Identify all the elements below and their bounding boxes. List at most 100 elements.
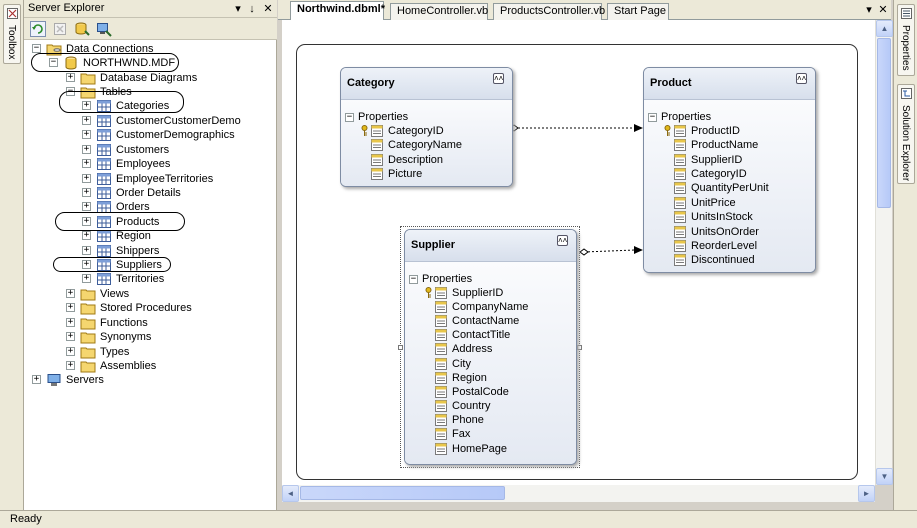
collapse-icon[interactable]: ˄˄: [493, 73, 504, 84]
tree-node-table[interactable]: + CustomerDemographics: [82, 128, 262, 142]
tree-node-table[interactable]: + Employees: [82, 157, 262, 171]
horizontal-scrollbar[interactable]: ◄ ►: [282, 485, 875, 502]
collapse-toggle[interactable]: −: [648, 111, 657, 122]
tab-home-controller[interactable]: HomeController.vb: [390, 3, 488, 20]
tree-node-data-connections[interactable]: − Data Connections: [32, 42, 272, 56]
tab-northwind-dbml[interactable]: Northwind.dbml*: [290, 1, 385, 21]
properties-header[interactable]: −Properties: [409, 272, 472, 286]
expand-toggle[interactable]: +: [82, 129, 91, 139]
expand-toggle[interactable]: +: [82, 173, 91, 183]
tree-node-table[interactable]: + Categories: [82, 99, 262, 113]
expand-toggle[interactable]: +: [66, 302, 75, 312]
expand-toggle[interactable]: +: [82, 115, 91, 125]
tree-node-synonyms[interactable]: + Synonyms: [66, 330, 266, 344]
expand-toggle[interactable]: +: [82, 187, 91, 197]
tree-node-table[interactable]: + Suppliers: [82, 258, 262, 272]
expand-toggle[interactable]: +: [82, 100, 91, 110]
expand-toggle[interactable]: +: [66, 331, 75, 341]
expand-toggle[interactable]: +: [82, 230, 91, 240]
toolbox-tab[interactable]: Toolbox: [3, 4, 21, 64]
tree-label: Tables: [100, 86, 132, 98]
connect-database-icon[interactable]: [74, 21, 90, 37]
tree-node-views[interactable]: + Views: [66, 287, 266, 301]
close-document-button[interactable]: ✕: [878, 4, 888, 16]
entity-body: −Properties CategoryID CategoryName Desc…: [341, 100, 512, 186]
collapse-toggle[interactable]: −: [32, 43, 41, 53]
expand-toggle[interactable]: +: [82, 245, 91, 255]
tree-node-table[interactable]: + CustomerCustomerDemo: [82, 114, 262, 128]
expand-toggle[interactable]: +: [82, 144, 91, 154]
active-files-menu-button[interactable]: ▾: [866, 4, 872, 16]
folder-icon: [80, 361, 96, 373]
scroll-thumb[interactable]: [300, 486, 505, 500]
tree-node-servers[interactable]: + Servers: [32, 373, 232, 387]
window-position-menu-button[interactable]: ▾: [235, 3, 241, 15]
servers-icon: [47, 374, 61, 386]
expand-toggle[interactable]: +: [66, 360, 75, 370]
collapse-icon[interactable]: ˄˄: [796, 73, 807, 84]
entity-category[interactable]: Category ˄˄ −Properties CategoryID Categ…: [340, 67, 513, 187]
scroll-thumb[interactable]: [877, 38, 891, 208]
tree-node-table[interactable]: + Shippers: [82, 244, 262, 258]
folder-icon: [80, 87, 96, 99]
expand-toggle[interactable]: +: [82, 201, 91, 211]
tab-products-controller[interactable]: ProductsController.vb: [493, 3, 605, 20]
solution-explorer-tab[interactable]: Solution Explorer: [897, 84, 915, 184]
property-label: PostalCode: [452, 386, 509, 398]
tree-node-table[interactable]: + Products: [82, 215, 262, 229]
dbml-designer-surface[interactable]: Category ˄˄ −Properties CategoryID Categ…: [282, 20, 875, 485]
expand-toggle[interactable]: +: [66, 288, 75, 298]
expand-toggle[interactable]: +: [66, 317, 75, 327]
collapse-toggle[interactable]: −: [49, 57, 58, 67]
expand-toggle[interactable]: +: [82, 259, 91, 269]
stop-icon[interactable]: [52, 21, 68, 37]
resize-handle[interactable]: [577, 345, 582, 350]
vertical-scrollbar[interactable]: ▲ ▼: [875, 20, 893, 485]
close-panel-button[interactable]: ✕: [263, 3, 273, 15]
expand-toggle[interactable]: +: [66, 72, 75, 82]
expand-toggle[interactable]: +: [66, 346, 75, 356]
tree-node-table[interactable]: + Orders: [82, 200, 262, 214]
entity-supplier[interactable]: Supplier ˄˄ −Properties SupplierID Compa…: [404, 229, 577, 465]
tree-node-table[interactable]: + Order Details: [82, 186, 262, 200]
entity-product[interactable]: Product ˄˄ −Properties ProductID Product…: [643, 67, 816, 273]
property-icon: [435, 400, 447, 412]
tab-start-page[interactable]: Start Page: [607, 3, 669, 20]
tree-node-types[interactable]: + Types: [66, 345, 266, 359]
tree-node-northwnd-mdf[interactable]: − NORTHWND.MDF: [49, 56, 269, 70]
tree-node-database-diagrams[interactable]: + Database Diagrams: [66, 71, 266, 85]
expand-toggle[interactable]: +: [82, 158, 91, 168]
scroll-left-button[interactable]: ◄: [282, 485, 299, 502]
highlight-oval: [53, 257, 171, 272]
tree-node-table[interactable]: + EmployeeTerritories: [82, 172, 262, 186]
properties-header[interactable]: −Properties: [648, 110, 711, 124]
collapse-icon[interactable]: ˄˄: [557, 235, 568, 246]
association-supplier-product[interactable]: [579, 246, 643, 256]
expand-toggle[interactable]: +: [82, 273, 91, 283]
tree-node-functions[interactable]: + Functions: [66, 316, 266, 330]
connect-server-icon[interactable]: [96, 21, 112, 37]
expand-toggle[interactable]: +: [32, 374, 41, 384]
property-label: ProductName: [691, 139, 759, 151]
resize-handle[interactable]: [398, 345, 403, 350]
collapse-toggle[interactable]: −: [345, 111, 354, 122]
expand-toggle[interactable]: +: [82, 216, 91, 226]
properties-header[interactable]: −Properties: [345, 110, 408, 124]
scroll-down-button[interactable]: ▼: [876, 468, 893, 485]
tree-node-table[interactable]: + Customers: [82, 143, 262, 157]
tree-node-stored-procedures[interactable]: + Stored Procedures: [66, 301, 266, 315]
tree-node-assemblies[interactable]: + Assemblies: [66, 359, 266, 373]
property-icon: [371, 139, 383, 151]
tree-node-table[interactable]: + Territories: [82, 272, 262, 286]
property-label: SupplierID: [452, 287, 504, 299]
scroll-right-button[interactable]: ►: [858, 485, 875, 502]
collapse-toggle[interactable]: −: [409, 273, 418, 284]
auto-hide-pin-button[interactable]: ↓: [249, 3, 255, 15]
association-category-product[interactable]: [509, 124, 643, 132]
tree-label: EmployeeTerritories: [116, 173, 214, 185]
scroll-up-button[interactable]: ▲: [876, 20, 893, 37]
table-icon: [97, 129, 111, 141]
properties-tab[interactable]: Properties: [897, 4, 915, 76]
refresh-icon[interactable]: [30, 21, 46, 37]
tree-node-table[interactable]: + Region: [82, 229, 262, 243]
